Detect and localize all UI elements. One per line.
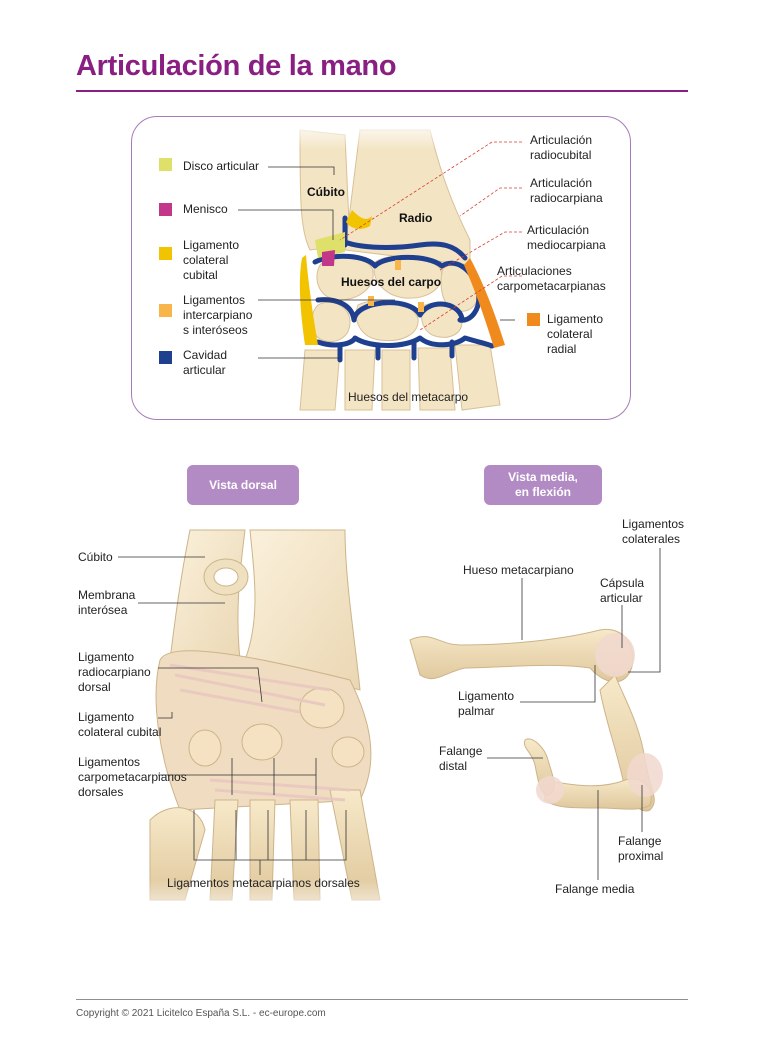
legend-swatch-cavidad bbox=[159, 351, 172, 364]
meniscus bbox=[322, 250, 335, 266]
medial-view-illustration bbox=[409, 548, 663, 880]
ulnar-collateral-ligament bbox=[346, 210, 372, 229]
dorsal-label-cubito: Cúbito bbox=[78, 550, 113, 564]
metacarpal-bone bbox=[381, 349, 411, 411]
dorsal-label-membrana: Membrana interósea bbox=[78, 588, 136, 617]
legend-label-disco: Disco articular bbox=[183, 159, 260, 173]
wrist-cross-section bbox=[238, 120, 522, 411]
metacarpal-bone bbox=[454, 344, 501, 411]
dorsal-label-radiocarpiano: Ligamento radiocarpiano dorsal bbox=[78, 650, 151, 694]
label-radiocubital: Articulación radiocubital bbox=[530, 133, 593, 162]
carpal-bone bbox=[311, 301, 351, 343]
articular-cavity bbox=[312, 253, 482, 323]
radius-dorsal bbox=[244, 529, 361, 691]
legend-swatch-disco bbox=[159, 158, 172, 171]
metacarpal-bone bbox=[299, 349, 341, 411]
medial-label-palmar: Ligamento palmar bbox=[458, 689, 515, 718]
page-title: Articulación de la mano bbox=[76, 50, 397, 82]
ulna-dorsal bbox=[169, 529, 246, 661]
legend-label-menisco: Menisco bbox=[183, 202, 228, 216]
medial-label-hueso-metacarpiano: Hueso metacarpiano bbox=[463, 563, 574, 577]
legend-swatch-intercarpianos bbox=[159, 304, 172, 317]
top-diagram-frame bbox=[131, 116, 631, 420]
joint-capsule bbox=[595, 633, 635, 677]
label-carpo: Huesos del carpo bbox=[341, 275, 442, 289]
legend-swatch-colateral-radial bbox=[527, 313, 540, 326]
dorsal-label-carpometacarpianos: Ligamentos carpometacarpianos dorsales bbox=[78, 755, 187, 799]
intercarpal-ligament bbox=[418, 302, 424, 312]
articular-cavity bbox=[315, 297, 465, 323]
medial-label-falange-media: Falange media bbox=[555, 882, 635, 896]
label-radio: Radio bbox=[399, 211, 433, 225]
label-mediocarpiana: Articulación mediocarpiana bbox=[527, 223, 606, 252]
label-carpometacarpianas: Articulaciones carpometacarpianas bbox=[497, 264, 606, 293]
legend-label-cavidad: Cavidad articular bbox=[183, 348, 228, 377]
medial-label-falange-proximal: Falange proximal bbox=[618, 834, 664, 863]
legend-swatch-menisco bbox=[159, 203, 172, 216]
ligament-band bbox=[169, 663, 331, 692]
carpal-bone-dorsal bbox=[241, 723, 283, 761]
articular-cavity bbox=[315, 335, 495, 349]
medial-label-capsula: Cápsula articular bbox=[600, 576, 645, 605]
ligament-band bbox=[174, 673, 326, 707]
label-colateral-radial: Ligamento colateral radial bbox=[547, 312, 604, 356]
metacarpal-dorsal bbox=[149, 807, 206, 901]
articular-disc bbox=[315, 232, 345, 258]
articular-cavity bbox=[337, 339, 455, 363]
carpal-bone-dorsal bbox=[188, 729, 222, 767]
medial-label-falange-distal: Falange distal bbox=[439, 744, 483, 773]
label-radiocarpiana: Articulación radiocarpiana bbox=[530, 176, 603, 205]
legend-label-intercarpianos: Ligamentos intercarpiano s interóseos bbox=[183, 293, 253, 337]
pill-vista-media: Vista media, en flexión bbox=[484, 465, 602, 505]
label-cubito: Cúbito bbox=[307, 185, 345, 199]
articular-cavity bbox=[337, 237, 468, 261]
dorsal-label-colateral-cubital: Ligamento colateral cubital bbox=[78, 710, 162, 739]
dorsal-view-illustration bbox=[118, 529, 420, 920]
ligament-band bbox=[214, 788, 346, 802]
footer-copyright: Copyright © 2021 Licitelco España S.L. -… bbox=[76, 1008, 326, 1019]
radial-collateral-ligament bbox=[464, 258, 505, 348]
metacarpal-bone bbox=[417, 347, 456, 411]
intercarpal-ligament bbox=[395, 260, 401, 270]
pill-vista-dorsal: Vista dorsal bbox=[187, 465, 299, 505]
legend-label-colateral-cubital: Ligamento colateral cubital bbox=[183, 238, 240, 282]
joint-capsule bbox=[627, 753, 663, 797]
title-divider bbox=[76, 90, 688, 92]
footer-divider bbox=[76, 999, 688, 1000]
carpal-bone-dorsal bbox=[299, 687, 345, 729]
ligament-band bbox=[179, 688, 301, 714]
legend-swatch-colateral-cubital bbox=[159, 247, 172, 260]
dorsal-label-metacarpianos: Ligamentos metacarpianos dorsales bbox=[167, 876, 360, 890]
medial-label-colaterales: Ligamentos colaterales bbox=[622, 517, 685, 546]
metacarpal-bone bbox=[344, 349, 376, 411]
joint-capsule bbox=[536, 776, 564, 804]
ligament-band bbox=[209, 778, 351, 792]
intercarpal-ligament bbox=[368, 296, 374, 306]
carpal-bone-dorsal bbox=[331, 736, 365, 768]
label-metacarpo: Huesos del metacarpo bbox=[348, 390, 469, 404]
